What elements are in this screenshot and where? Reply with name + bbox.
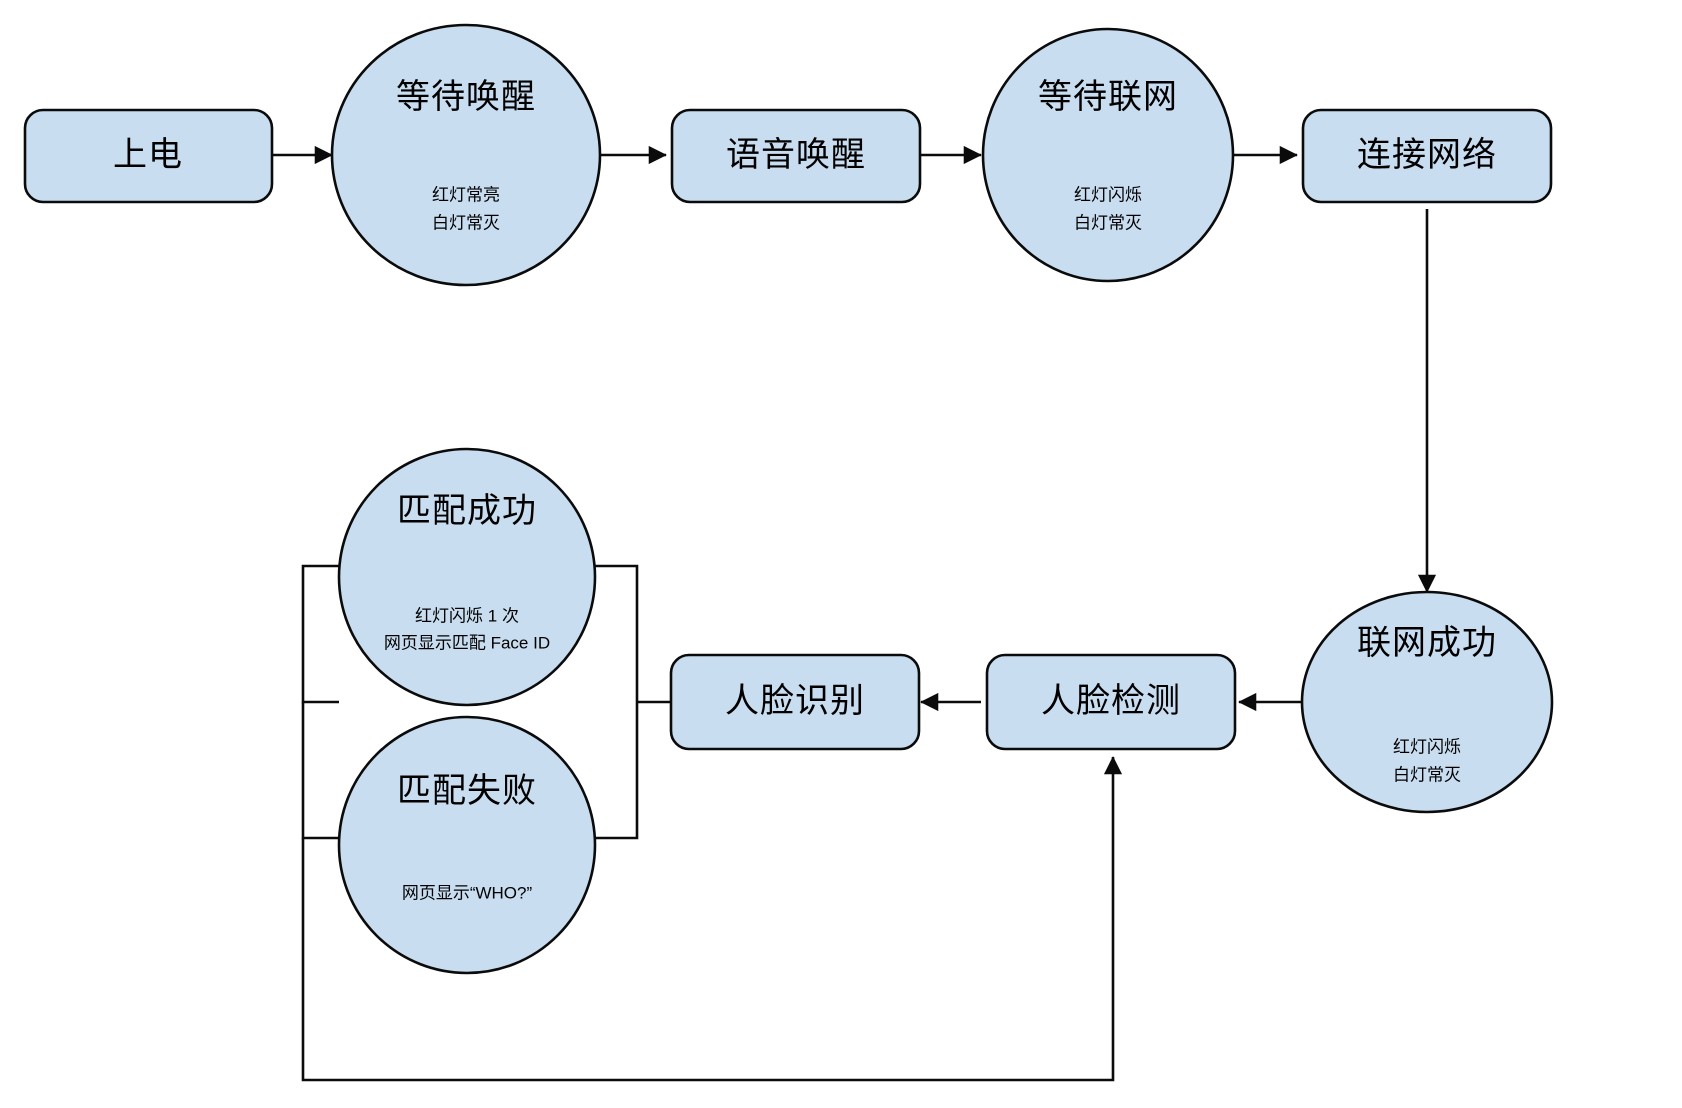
node-match-success-label: 匹配成功 [397, 492, 537, 530]
node-wait-wake-label: 等待唤醒 [396, 78, 536, 116]
node-match-fail[interactable]: 匹配失败 网页显示“WHO?” [337, 715, 597, 975]
node-face-detect-label: 人脸检测 [1041, 682, 1181, 720]
node-wait-network-label: 等待联网 [1038, 78, 1178, 116]
node-connect-network[interactable]: 连接网络 [1301, 108, 1553, 204]
node-match-fail-shape[interactable] [337, 715, 597, 975]
node-face-detect[interactable]: 人脸检测 [985, 653, 1237, 751]
node-power-on-shape[interactable] [23, 108, 274, 204]
node-face-recognize[interactable]: 人脸识别 [669, 653, 921, 751]
node-network-success-label: 联网成功 [1357, 624, 1497, 662]
node-match-success-subline-2: 网页显示匹配 Face ID [384, 633, 550, 652]
node-match-fail-subline-1: 网页显示“WHO?” [402, 883, 533, 902]
node-wait-wake-subline-2: 白灯常灭 [432, 213, 500, 232]
edge-match-fail-loop-to-face-detect [301, 756, 1123, 1082]
node-wait-wake-shape[interactable] [330, 23, 602, 287]
node-voice-wake-shape[interactable] [670, 108, 922, 204]
node-connect-network-label: 连接网络 [1357, 136, 1497, 174]
node-match-success-subline-1: 红灯闪烁 1 次 [415, 606, 519, 625]
node-power-on[interactable]: 上电 [23, 108, 274, 204]
node-network-success[interactable]: 联网成功 红灯闪烁 白灯常灭 [1300, 590, 1554, 814]
node-face-recognize-label: 人脸识别 [725, 682, 865, 720]
node-wait-network-subline-2: 白灯常灭 [1074, 213, 1142, 232]
node-network-success-shape[interactable] [1300, 590, 1554, 814]
node-voice-wake-label: 语音唤醒 [726, 136, 866, 174]
node-connect-network-shape[interactable] [1301, 108, 1553, 204]
node-match-fail-label: 匹配失败 [397, 772, 537, 810]
edge-branch-up-to-match-success [301, 564, 639, 704]
node-wait-wake-subline-1: 红灯常亮 [432, 185, 500, 204]
node-wait-network-subline-1: 红灯闪烁 [1074, 185, 1142, 204]
node-wait-wake[interactable]: 等待唤醒 红灯常亮 白灯常灭 [330, 23, 602, 287]
node-voice-wake[interactable]: 语音唤醒 [670, 108, 922, 204]
node-network-success-subline-1: 红灯闪烁 [1393, 737, 1461, 756]
node-match-success[interactable]: 匹配成功 红灯闪烁 1 次 网页显示匹配 Face ID [337, 447, 597, 707]
node-network-success-subline-2: 白灯常灭 [1393, 765, 1461, 784]
connectors-group [272, 145, 1437, 1082]
node-match-success-shape[interactable] [337, 447, 597, 707]
node-face-recognize-shape[interactable] [669, 653, 921, 751]
node-power-on-label: 上电 [113, 136, 183, 174]
node-face-detect-shape[interactable] [985, 653, 1237, 751]
node-wait-network[interactable]: 等待联网 红灯闪烁 白灯常灭 [981, 27, 1235, 283]
node-wait-network-shape[interactable] [981, 27, 1235, 283]
